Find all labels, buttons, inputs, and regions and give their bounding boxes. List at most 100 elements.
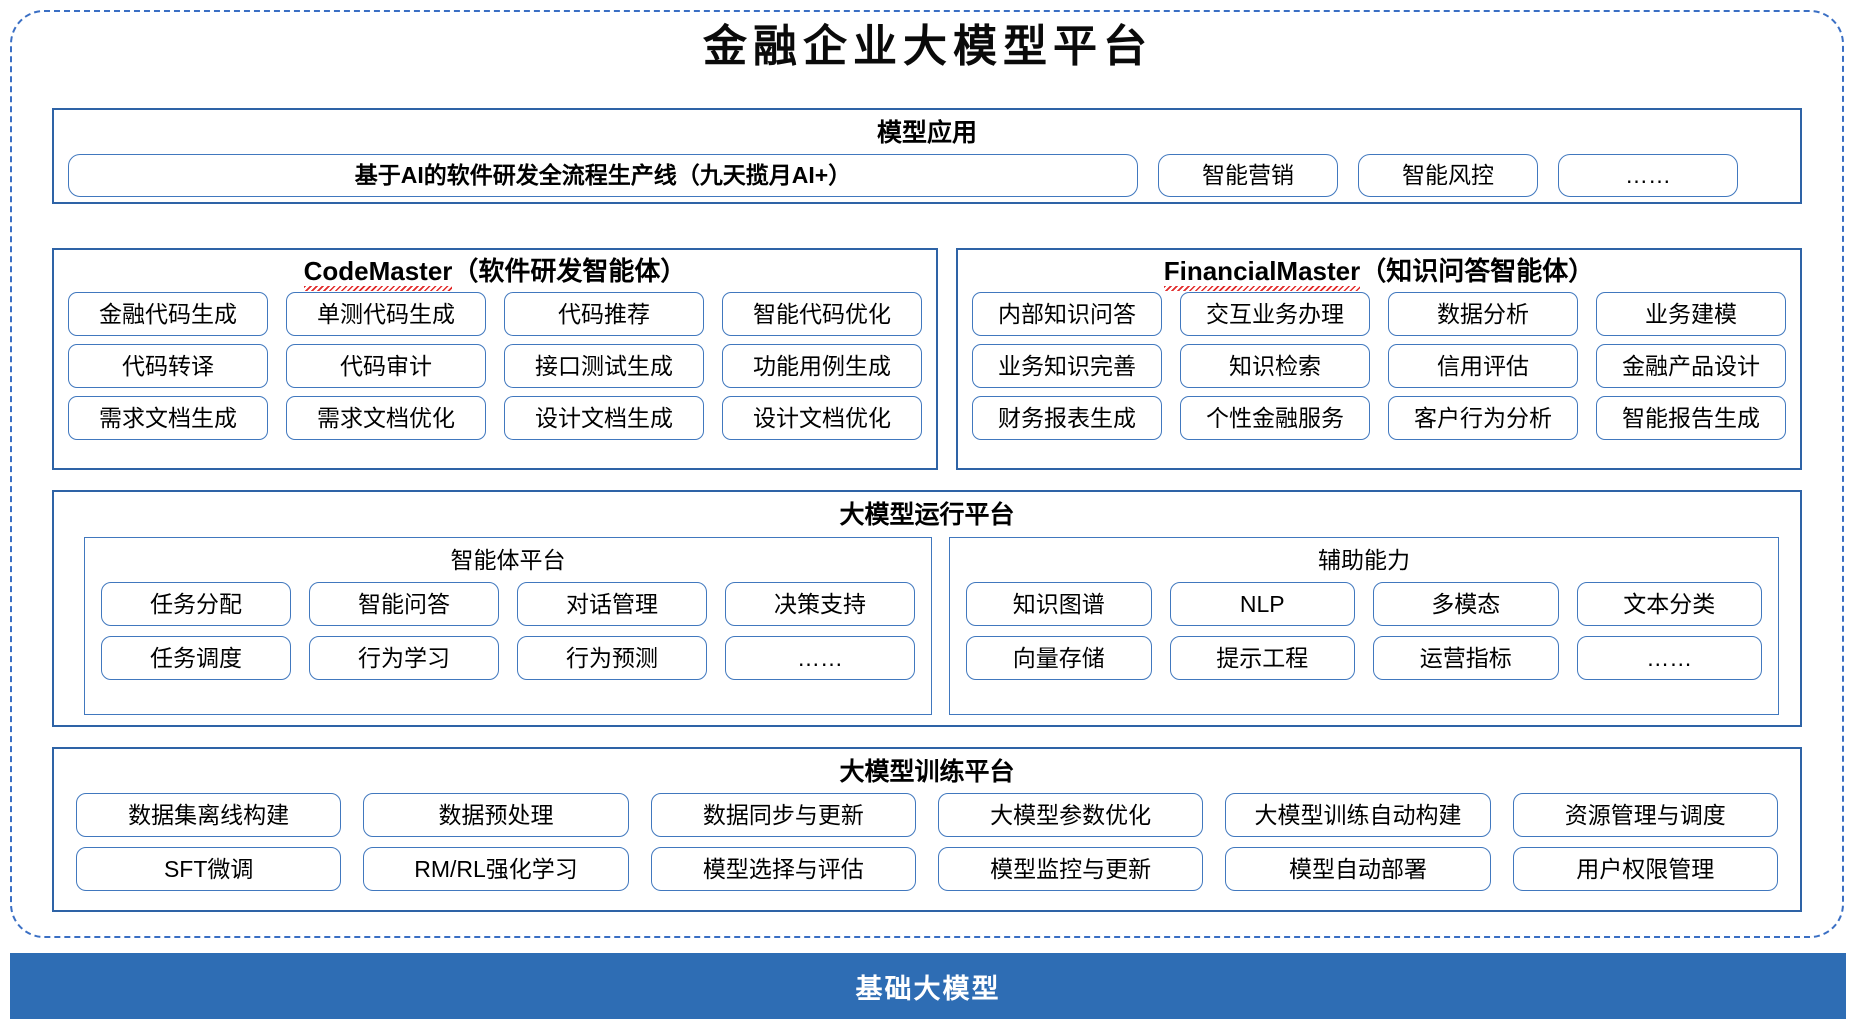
financialmaster-name-cn: （知识问答智能体） <box>1360 256 1595 286</box>
section-financialmaster-agent: FinancialMaster（知识问答智能体） 内部知识问答 交互业务办理 数… <box>956 248 1802 470</box>
financialmaster-cap-2-3[interactable]: 智能报告生成 <box>1596 396 1786 440</box>
spellcheck-squiggle-icon <box>303 286 453 291</box>
agent-platform-grid: 任务分配 智能问答 对话管理 决策支持 任务调度 行为学习 行为预测 …… <box>101 582 915 680</box>
financialmaster-cap-1-1[interactable]: 知识检索 <box>1180 344 1370 388</box>
codemaster-cap-2-0[interactable]: 需求文档生成 <box>68 396 268 440</box>
agent-platform-item-1-1[interactable]: 行为学习 <box>309 636 499 680</box>
codemaster-cap-1-1[interactable]: 代码审计 <box>286 344 486 388</box>
section-model-application: 模型应用 基于AI的软件研发全流程生产线（九天揽月AI+） 智能营销 智能风控 … <box>52 108 1802 204</box>
app-item-smart-risk-control[interactable]: 智能风控 <box>1358 154 1538 197</box>
section-title-runtime-platform: 大模型运行平台 <box>839 501 1015 529</box>
training-platform-row-2: SFT微调 RM/RL强化学习 模型选择与评估 模型监控与更新 模型自动部署 用… <box>76 847 1778 891</box>
financialmaster-row-1: 内部知识问答 交互业务办理 数据分析 业务建模 <box>972 292 1786 336</box>
training-item-1-4[interactable]: 模型自动部署 <box>1225 847 1491 891</box>
assistive-item-0-3[interactable]: 文本分类 <box>1576 582 1762 626</box>
section-training-platform: 大模型训练平台 数据集离线构建 数据预处理 数据同步与更新 大模型参数优化 大模… <box>52 747 1802 912</box>
agent-platform-item-1-0[interactable]: 任务调度 <box>101 636 291 680</box>
agent-platform-item-0-3[interactable]: 决策支持 <box>725 582 915 626</box>
financialmaster-cap-1-2[interactable]: 信用评估 <box>1388 344 1578 388</box>
financialmaster-cap-0-1[interactable]: 交互业务办理 <box>1180 292 1370 336</box>
subsection-agent-platform: 智能体平台 任务分配 智能问答 对话管理 决策支持 任务调度 行为学习 行为预测… <box>84 537 932 715</box>
assistive-item-0-2[interactable]: 多模态 <box>1373 582 1559 626</box>
codemaster-row-2: 代码转译 代码审计 接口测试生成 功能用例生成 <box>68 344 922 388</box>
section-runtime-platform: 大模型运行平台 智能体平台 任务分配 智能问答 对话管理 决策支持 任务调度 行… <box>52 490 1802 727</box>
financialmaster-cap-1-3[interactable]: 金融产品设计 <box>1596 344 1786 388</box>
agent-platform-item-0-0[interactable]: 任务分配 <box>101 582 291 626</box>
assistive-item-1-2[interactable]: 运营指标 <box>1373 636 1559 680</box>
codemaster-name-cn: （软件研发智能体） <box>452 256 687 286</box>
training-item-1-2[interactable]: 模型选择与评估 <box>650 847 916 891</box>
assistive-item-1-3[interactable]: …… <box>1576 636 1762 680</box>
page-title: 金融企业大模型平台 <box>703 21 1153 72</box>
app-item-more[interactable]: …… <box>1558 154 1738 197</box>
codemaster-cap-0-2[interactable]: 代码推荐 <box>504 292 704 336</box>
training-item-1-1[interactable]: RM/RL强化学习 <box>363 847 629 891</box>
codemaster-cap-2-2[interactable]: 设计文档生成 <box>504 396 704 440</box>
codemaster-row-1: 金融代码生成 单测代码生成 代码推荐 智能代码优化 <box>68 292 922 336</box>
assistive-capability-row-1: 知识图谱 NLP 多模态 文本分类 <box>966 582 1762 626</box>
agent-platform-row-2: 任务调度 行为学习 行为预测 …… <box>101 636 915 680</box>
codemaster-row-3: 需求文档生成 需求文档优化 设计文档生成 设计文档优化 <box>68 396 922 440</box>
training-item-1-0[interactable]: SFT微调 <box>76 847 342 891</box>
section-title-codemaster: CodeMaster（软件研发智能体） <box>54 254 936 291</box>
agent-platform-item-1-2[interactable]: 行为预测 <box>517 636 707 680</box>
spellcheck-squiggle-icon <box>1163 286 1361 291</box>
diagram-outer-frame <box>10 10 1844 938</box>
agent-platform-item-0-1[interactable]: 智能问答 <box>309 582 499 626</box>
training-item-0-4[interactable]: 大模型训练自动构建 <box>1225 793 1491 837</box>
financialmaster-cap-2-2[interactable]: 客户行为分析 <box>1388 396 1578 440</box>
agent-platform-item-0-2[interactable]: 对话管理 <box>517 582 707 626</box>
financialmaster-cap-1-0[interactable]: 业务知识完善 <box>972 344 1162 388</box>
financialmaster-row-3: 财务报表生成 个性金融服务 客户行为分析 智能报告生成 <box>972 396 1786 440</box>
codemaster-cap-0-3[interactable]: 智能代码优化 <box>722 292 922 336</box>
financialmaster-name-en-wrap: FinancialMaster <box>1163 254 1361 291</box>
training-item-0-0[interactable]: 数据集离线构建 <box>76 793 342 837</box>
assistive-capability-row-2: 向量存储 提示工程 运营指标 …… <box>966 636 1762 680</box>
training-item-0-2[interactable]: 数据同步与更新 <box>650 793 916 837</box>
app-item-smart-marketing[interactable]: 智能营销 <box>1158 154 1338 197</box>
section-title-model-application: 模型应用 <box>876 119 977 147</box>
agent-platform-item-1-3[interactable]: …… <box>725 636 915 680</box>
assistive-item-1-0[interactable]: 向量存储 <box>966 636 1152 680</box>
subsection-title-agent-platform: 智能体平台 <box>450 547 566 573</box>
foundation-model-label: 基础大模型 <box>855 973 1001 1004</box>
financialmaster-name-en: FinancialMaster <box>1163 256 1361 286</box>
assistive-capability-grid: 知识图谱 NLP 多模态 文本分类 向量存储 提示工程 运营指标 …… <box>966 582 1762 680</box>
foundation-model-bar: 基础大模型 <box>10 953 1846 1019</box>
app-item-production-line[interactable]: 基于AI的软件研发全流程生产线（九天揽月AI+） <box>68 154 1138 197</box>
training-platform-grid: 数据集离线构建 数据预处理 数据同步与更新 大模型参数优化 大模型训练自动构建 … <box>76 793 1778 891</box>
model-application-item-row: 基于AI的软件研发全流程生产线（九天揽月AI+） 智能营销 智能风控 …… <box>68 154 1786 197</box>
assistive-item-0-1[interactable]: NLP <box>1169 582 1355 626</box>
codemaster-capability-grid: 金融代码生成 单测代码生成 代码推荐 智能代码优化 代码转译 代码审计 接口测试… <box>68 292 922 440</box>
financialmaster-row-2: 业务知识完善 知识检索 信用评估 金融产品设计 <box>972 344 1786 388</box>
codemaster-cap-1-0[interactable]: 代码转译 <box>68 344 268 388</box>
codemaster-name-en: CodeMaster <box>303 256 453 286</box>
assistive-item-1-1[interactable]: 提示工程 <box>1169 636 1355 680</box>
training-item-1-3[interactable]: 模型监控与更新 <box>937 847 1204 891</box>
financialmaster-cap-0-0[interactable]: 内部知识问答 <box>972 292 1162 336</box>
agent-platform-row-1: 任务分配 智能问答 对话管理 决策支持 <box>101 582 915 626</box>
codemaster-cap-0-1[interactable]: 单测代码生成 <box>286 292 486 336</box>
training-item-0-5[interactable]: 资源管理与调度 <box>1512 793 1778 837</box>
codemaster-cap-1-3[interactable]: 功能用例生成 <box>722 344 922 388</box>
training-platform-row-1: 数据集离线构建 数据预处理 数据同步与更新 大模型参数优化 大模型训练自动构建 … <box>76 793 1778 837</box>
section-codemaster-agent: CodeMaster（软件研发智能体） 金融代码生成 单测代码生成 代码推荐 智… <box>52 248 938 470</box>
financialmaster-cap-2-1[interactable]: 个性金融服务 <box>1180 396 1370 440</box>
subsection-assistive-capability: 辅助能力 知识图谱 NLP 多模态 文本分类 向量存储 提示工程 运营指标 …… <box>949 537 1779 715</box>
training-item-0-3[interactable]: 大模型参数优化 <box>937 793 1204 837</box>
codemaster-name-en-wrap: CodeMaster <box>303 254 453 291</box>
section-title-financialmaster: FinancialMaster（知识问答智能体） <box>958 254 1800 291</box>
codemaster-cap-0-0[interactable]: 金融代码生成 <box>68 292 268 336</box>
assistive-item-0-0[interactable]: 知识图谱 <box>966 582 1152 626</box>
section-title-training-platform: 大模型训练平台 <box>839 758 1015 786</box>
financialmaster-cap-0-2[interactable]: 数据分析 <box>1388 292 1578 336</box>
financialmaster-cap-0-3[interactable]: 业务建模 <box>1596 292 1786 336</box>
financialmaster-cap-2-0[interactable]: 财务报表生成 <box>972 396 1162 440</box>
subsection-title-assistive-capability: 辅助能力 <box>1318 547 1410 573</box>
codemaster-cap-1-2[interactable]: 接口测试生成 <box>504 344 704 388</box>
training-item-0-1[interactable]: 数据预处理 <box>363 793 629 837</box>
codemaster-cap-2-3[interactable]: 设计文档优化 <box>722 396 922 440</box>
codemaster-cap-2-1[interactable]: 需求文档优化 <box>286 396 486 440</box>
financialmaster-capability-grid: 内部知识问答 交互业务办理 数据分析 业务建模 业务知识完善 知识检索 信用评估… <box>972 292 1786 440</box>
training-item-1-5[interactable]: 用户权限管理 <box>1512 847 1778 891</box>
